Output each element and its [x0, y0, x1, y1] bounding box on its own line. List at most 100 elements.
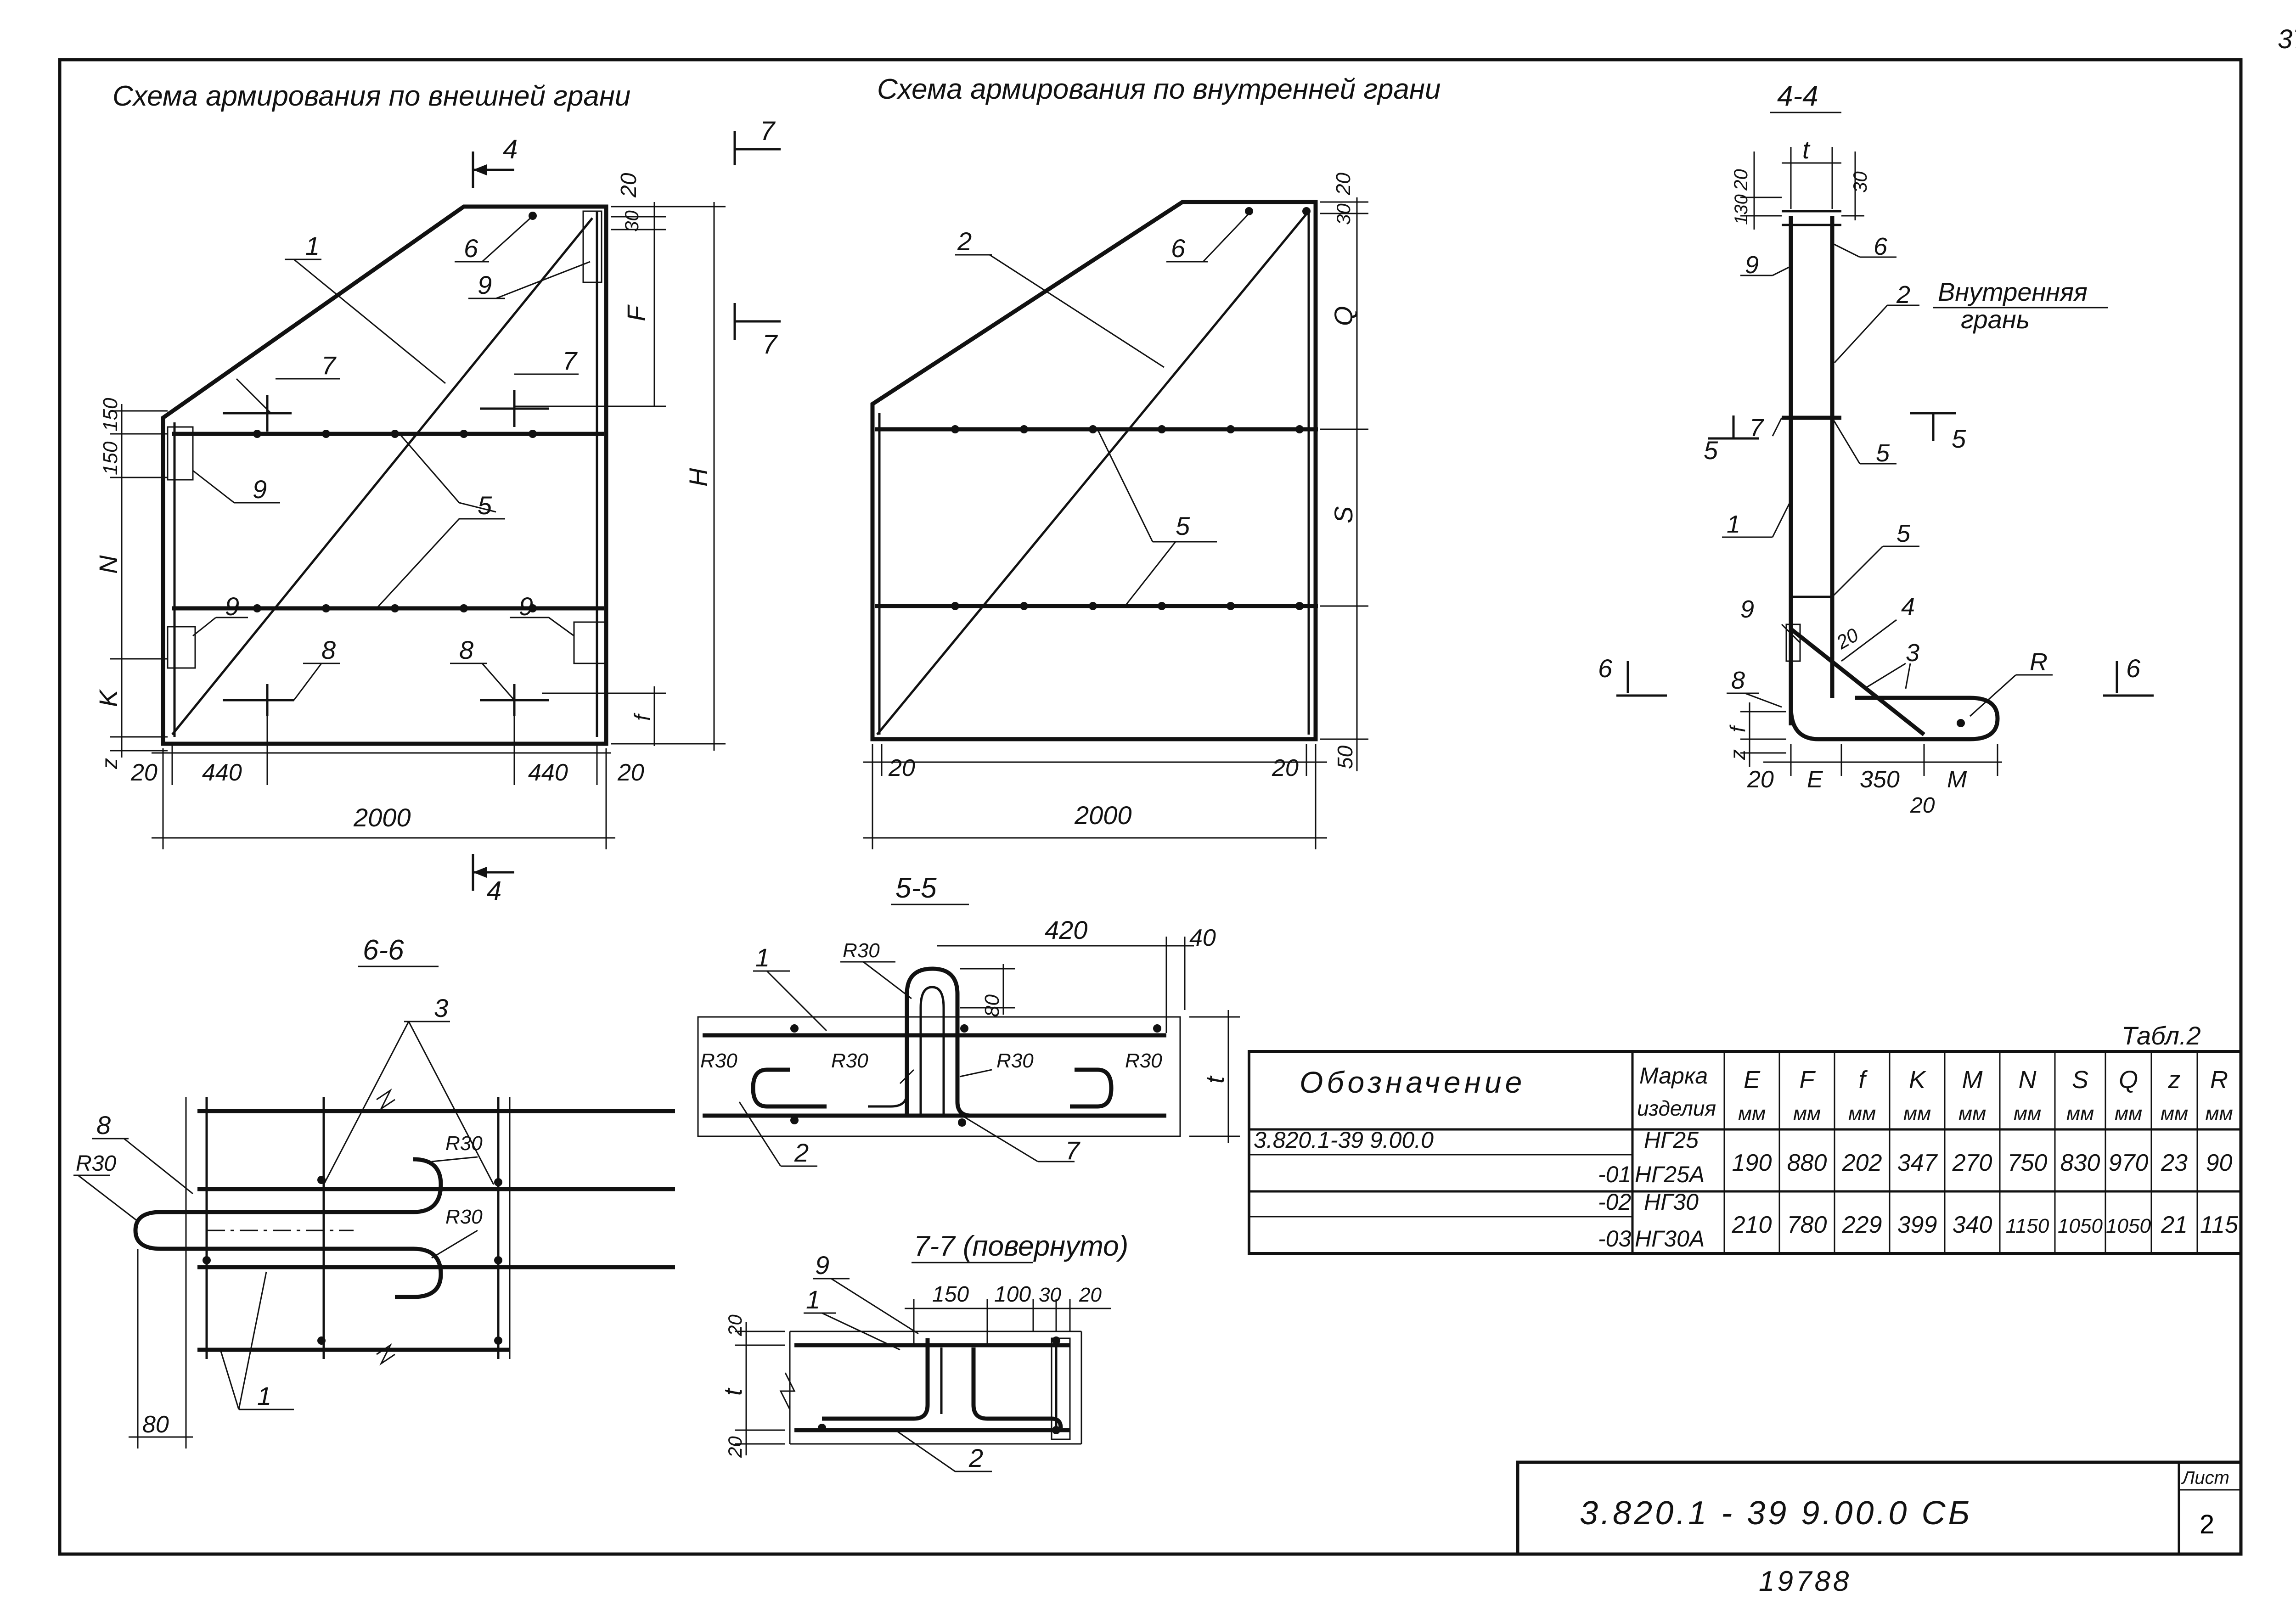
s66-label-8: 8	[96, 1111, 111, 1140]
outer-panel-outline	[161, 204, 608, 746]
s55-dim-420: 420	[1045, 915, 1087, 944]
table-caption: Табл.2	[2122, 1021, 2201, 1050]
svg-text:6: 6	[1598, 654, 1613, 683]
table-value-1-9: 115	[2200, 1212, 2239, 1238]
s77-dim-150: 150	[932, 1282, 969, 1307]
table-param-5: N	[2019, 1066, 2037, 1094]
table-header-designation: Обозначение	[1300, 1065, 1525, 1099]
cut-mark-6-right: 6	[2103, 654, 2154, 697]
s44-dim-130: 130	[1731, 194, 1751, 225]
s44-label-5-lower: 5	[1896, 520, 1911, 547]
svg-text:5: 5	[1952, 424, 1966, 453]
s55-leaders	[738, 937, 1240, 1167]
inner-dim-S: S	[1329, 506, 1358, 523]
table-header-mark-1: Марка	[1639, 1063, 1708, 1089]
inner-dim-30: 30	[1333, 203, 1354, 225]
stamp-code: 3.820.1 - 39 9.00.0 СБ	[1580, 1495, 1972, 1532]
s77-label-9: 9	[815, 1251, 829, 1280]
s44-label-9-top: 9	[1745, 251, 1759, 279]
outer-label-7-right: 7	[563, 346, 578, 375]
table-value-1-5: 1150	[2006, 1215, 2049, 1237]
table-unit-1: мм	[1793, 1102, 1821, 1125]
s55-dim-R30-mid-left: R30	[831, 1050, 868, 1072]
table-value-0-1: 880	[1787, 1150, 1827, 1176]
outer-plate-9-top-right	[582, 210, 602, 283]
inner-dim-20-left: 20	[888, 755, 915, 781]
s44-label-7: 7	[1750, 414, 1764, 442]
table-row-1-mark: НГ25А	[1635, 1162, 1705, 1187]
table-row-0-designation: 3.820.1-39 9.00.0	[1254, 1127, 1434, 1153]
table-value-1-2: 229	[1842, 1212, 1882, 1238]
outer-dim-440-right: 440	[528, 759, 568, 786]
outer-plate-9-upper-left	[167, 426, 194, 481]
table-header-mark-2: изделия	[1637, 1096, 1716, 1120]
s66-dim-R30-upper: R30	[445, 1132, 483, 1155]
title-section-5-5: 5-5	[895, 872, 937, 904]
table-value-0-4: 270	[1952, 1150, 1992, 1176]
s77-dim-100: 100	[994, 1282, 1031, 1307]
cut-mark-4-top: 4	[472, 135, 518, 188]
table-unit-2: мм	[1848, 1102, 1876, 1125]
inner-label-5: 5	[1176, 511, 1190, 540]
title-block: 3.820.1 - 39 9.00.0 СБ Лист 2	[1516, 1460, 2243, 1556]
s44-label-5-upper: 5	[1876, 439, 1890, 467]
table-value-0-8: 23	[2161, 1150, 2188, 1176]
inner-dim-20: 20	[1332, 173, 1355, 196]
svg-text:6: 6	[2126, 654, 2141, 683]
table-value-0-6: 830	[2060, 1150, 2100, 1176]
s66-dots	[203, 1176, 502, 1345]
s77-dim-20-top: 20	[724, 1314, 746, 1336]
outer-label-5: 5	[478, 491, 492, 520]
table-unit-3: мм	[1903, 1102, 1931, 1125]
s77-label-2: 2	[968, 1443, 983, 1472]
outer-dim-20: 20	[617, 173, 641, 198]
s77-dim-20-bottom: 20	[724, 1436, 746, 1458]
outer-rod-dots	[253, 212, 537, 612]
s55-u-loop	[905, 966, 972, 1118]
s44-leaders	[1722, 242, 2053, 717]
table-row-3-mark: НГ30А	[1635, 1226, 1705, 1252]
table-param-1: F	[1800, 1066, 1816, 1094]
s44-dim-E: E	[1807, 766, 1823, 793]
s66-label-1: 1	[257, 1381, 271, 1410]
outer-label-9-top: 9	[478, 270, 492, 299]
svg-text:7: 7	[762, 330, 778, 359]
outer-plate-9-lower-right	[573, 621, 607, 664]
title-outer-scheme: Схема армирования по внешней грани	[113, 80, 630, 112]
stamp-sheet-label: Лист	[2181, 1468, 2229, 1488]
table-value-0-0: 190	[1732, 1150, 1772, 1176]
s77-dots	[818, 1336, 1060, 1434]
s66-hairpin-rod	[133, 1157, 443, 1299]
s44-label-4: 4	[1901, 593, 1915, 621]
table-unit-7: мм	[2115, 1102, 2142, 1125]
s44-diagonal-rod-3	[1790, 627, 1925, 736]
outer-dim-30: 30	[621, 210, 642, 232]
table-value-0-9: 90	[2206, 1150, 2233, 1176]
outer-dim-z: z	[98, 758, 122, 769]
outer-dim-150-upper: 150	[99, 398, 122, 432]
sheet-number-top: 37	[2278, 24, 2296, 54]
cut-mark-5-left: 5	[1704, 415, 1759, 465]
s44-dim-t: t	[1802, 135, 1811, 164]
s44-label-1: 1	[1727, 511, 1740, 538]
inner-label-2: 2	[957, 227, 972, 256]
s44-dim-R: R	[2030, 648, 2048, 676]
inner-diagonal-rod	[876, 210, 1310, 735]
outer-label-7-left: 7	[321, 351, 337, 380]
table-row-1-designation: -01	[1598, 1162, 1631, 1187]
table-unit-9: мм	[2205, 1102, 2233, 1125]
outer-diagonal-rod	[171, 217, 593, 735]
s44-dim-350: 350	[1860, 766, 1900, 793]
outer-dim-2000: 2000	[353, 803, 411, 832]
section-7-7: 7-7 (повернуто)	[718, 1230, 1128, 1472]
inner-label-6: 6	[1171, 234, 1186, 263]
table-value-1-0: 210	[1732, 1212, 1772, 1238]
s66-leaders	[73, 1021, 495, 1448]
cut-mark-5-right: 5	[1910, 412, 1966, 453]
cut-mark-7-top: 7	[733, 116, 781, 165]
s44-inner-face-label-1: Внутренняя	[1938, 277, 2088, 306]
s44-label-8: 8	[1731, 667, 1745, 694]
outer-scheme: 1 6 9 7 7 9 5 9 9 8 8	[94, 116, 781, 906]
